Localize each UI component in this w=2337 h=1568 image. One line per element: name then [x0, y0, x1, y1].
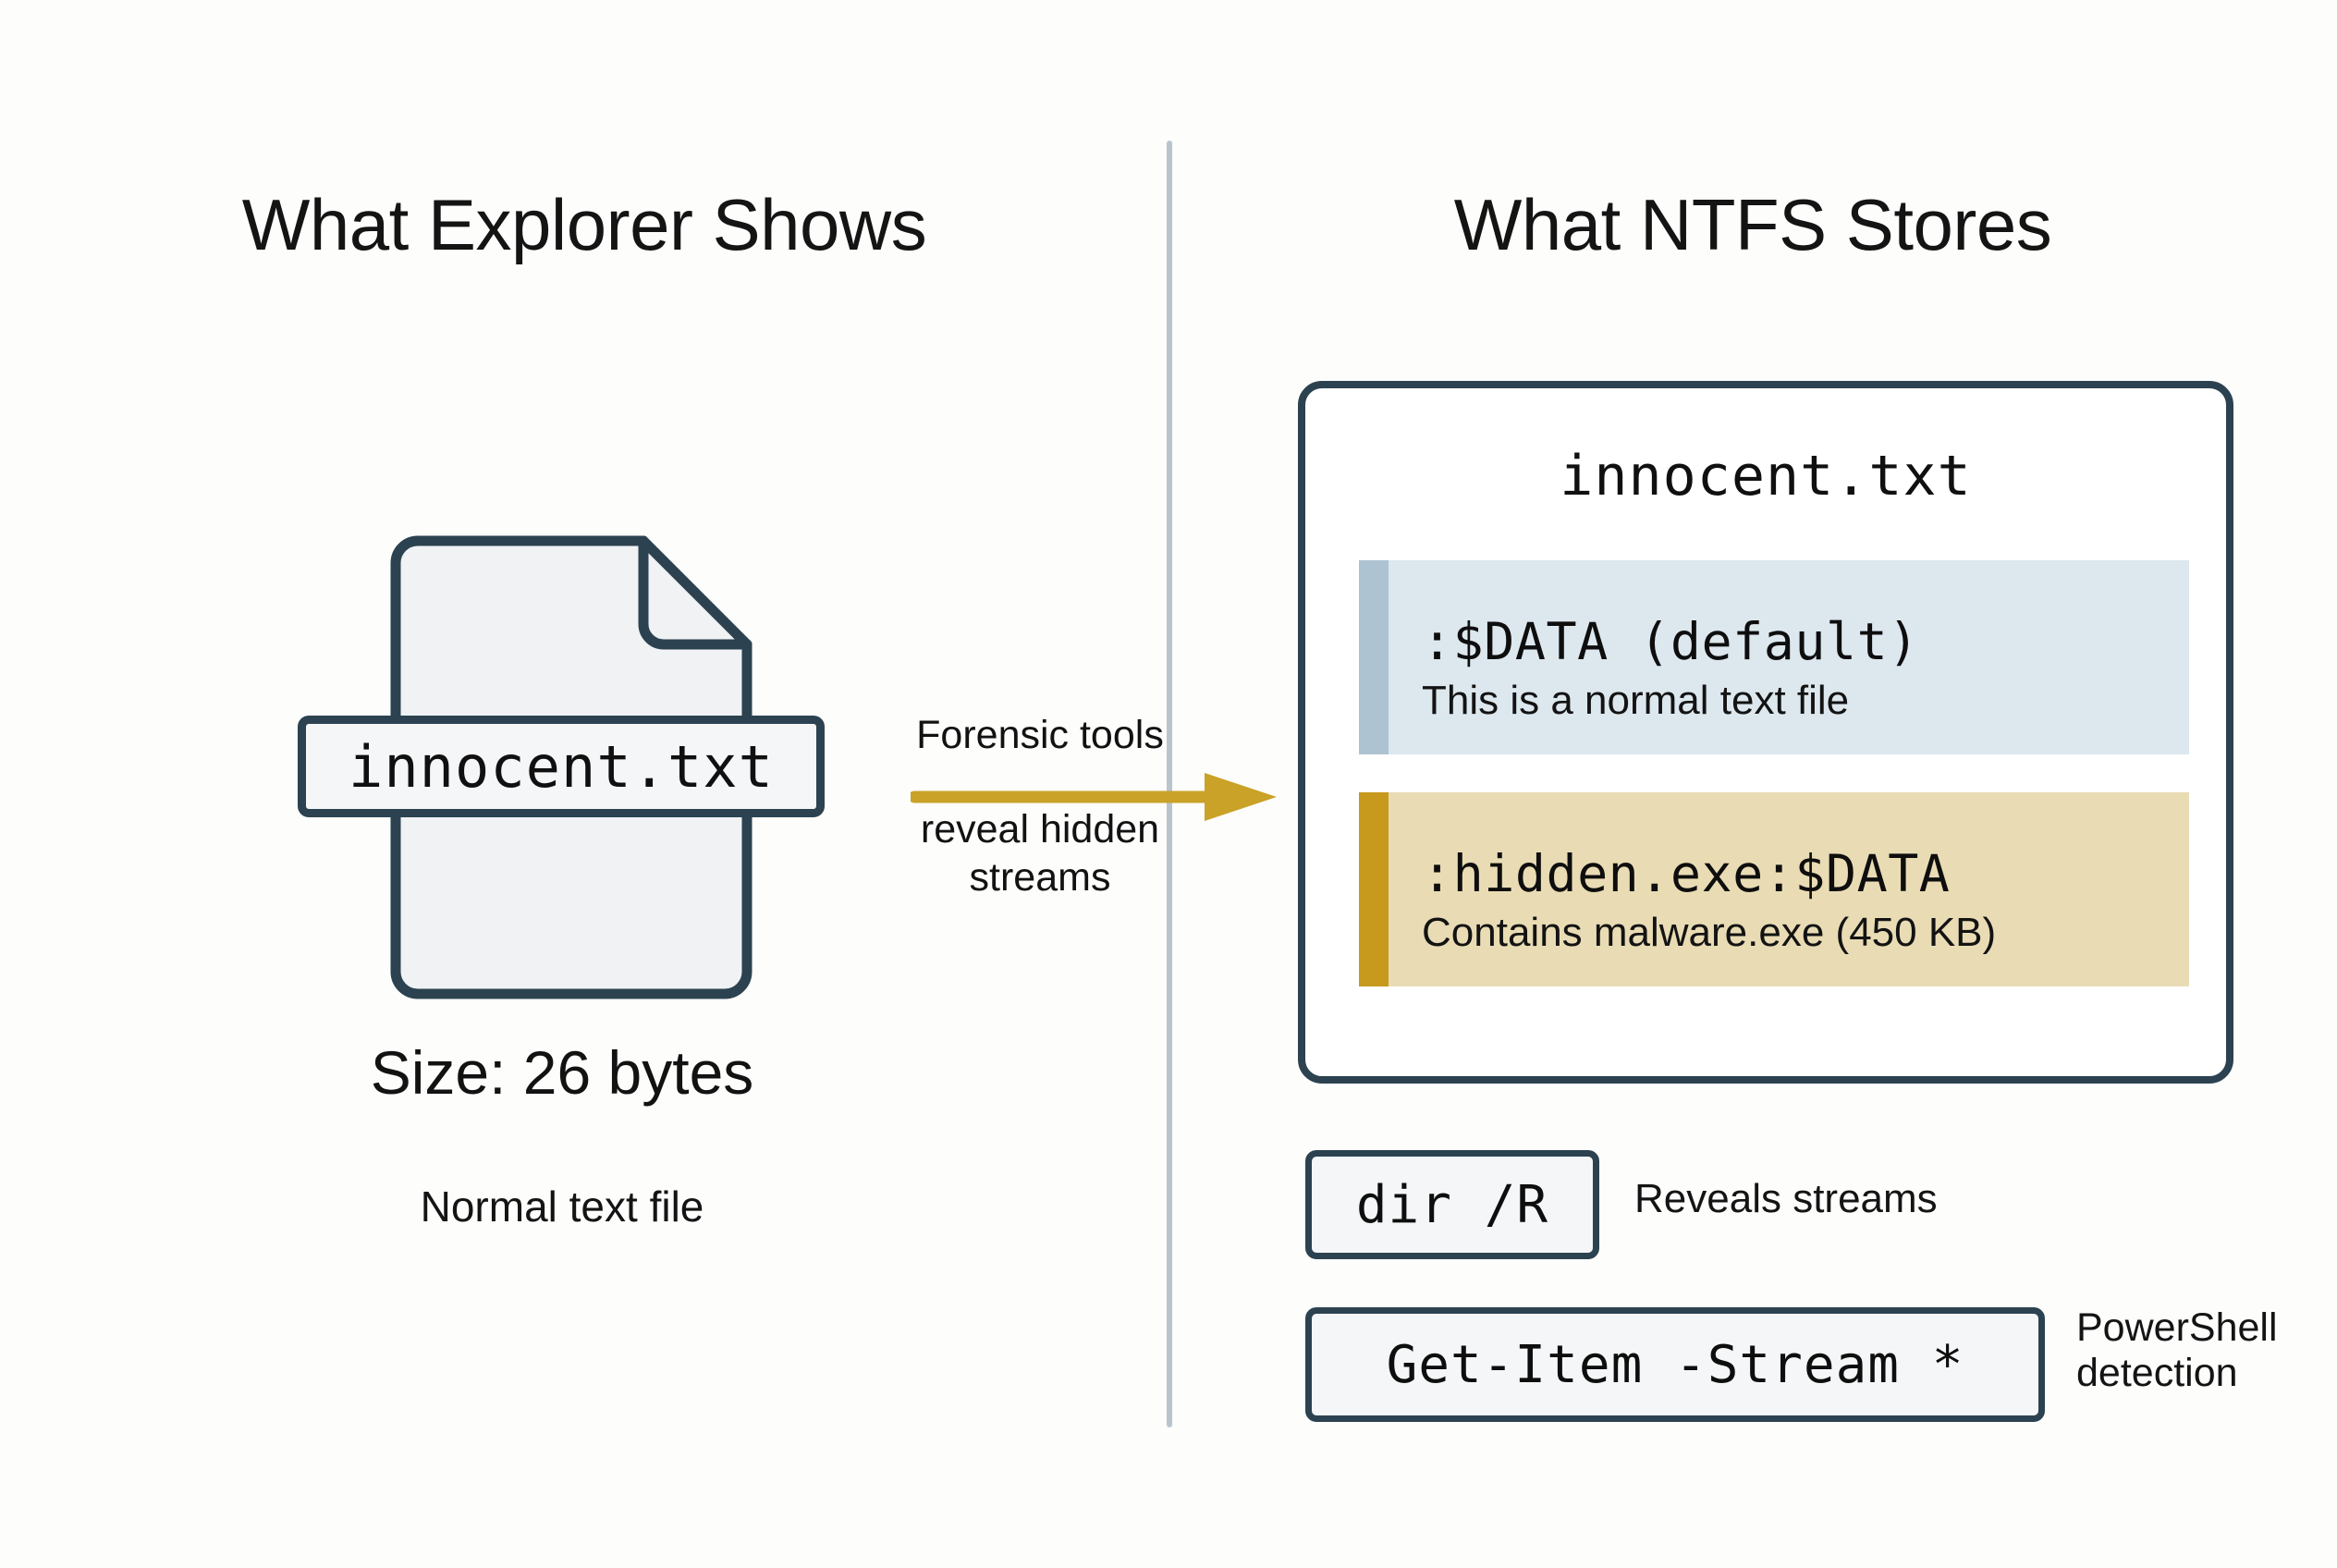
ntfs-filename-text: innocent.txt: [1560, 444, 1972, 508]
command-note-powershell: PowerShell detection: [2076, 1305, 2278, 1396]
stream-description-text: Contains malware.exe (450 KB): [1422, 910, 1997, 956]
stream-text-group: :hidden.exe:$DATA Contains malware.exe (…: [1389, 792, 2189, 986]
command-note-line1: PowerShell: [2076, 1305, 2278, 1350]
file-size-text: Size: 26 bytes: [370, 1038, 754, 1107]
stream-name-text: :$DATA (default): [1422, 611, 1919, 671]
arrow-label-top: Forensic tools: [916, 713, 1164, 757]
arrow-label-bottom-line2: streams: [969, 854, 1111, 900]
command-chip-dir[interactable]: dir /R: [1305, 1150, 1599, 1259]
stream-row-hidden: :hidden.exe:$DATA Contains malware.exe (…: [1359, 792, 2189, 986]
command-text: dir /R: [1355, 1174, 1549, 1235]
stream-text-group: :$DATA (default) This is a normal text f…: [1389, 560, 2189, 754]
stream-accent-bar: [1359, 792, 1389, 986]
command-note-line2: detection: [2076, 1351, 2238, 1396]
file-caption-text: Normal text file: [420, 1182, 704, 1231]
left-panel-title: What Explorer Shows: [241, 184, 927, 265]
command-note-dir: Reveals streams: [1634, 1176, 1938, 1221]
command-chip-powershell[interactable]: Get-Item -Stream *: [1305, 1307, 2045, 1422]
ntfs-file-container: innocent.txt :$DATA (default) This is a …: [1298, 381, 2233, 1084]
stream-description-text: This is a normal text file: [1422, 678, 1850, 724]
stream-name-text: :hidden.exe:$DATA: [1422, 843, 1951, 903]
right-panel-title: What NTFS Stores: [1453, 184, 2052, 265]
command-text: Get-Item -Stream *: [1386, 1334, 1964, 1395]
stream-accent-bar: [1359, 560, 1389, 754]
file-name-label-text: innocent.txt: [349, 732, 774, 801]
file-name-label-box: innocent.txt: [298, 716, 825, 817]
stream-row-default: :$DATA (default) This is a normal text f…: [1359, 560, 2189, 754]
forensic-tools-arrow: [911, 773, 1277, 821]
arrow-label-bottom-line1: reveal hidden: [920, 807, 1160, 851]
arrow-label-bottom: reveal hidden streams: [883, 806, 1197, 901]
panel-divider: [1167, 141, 1172, 1427]
